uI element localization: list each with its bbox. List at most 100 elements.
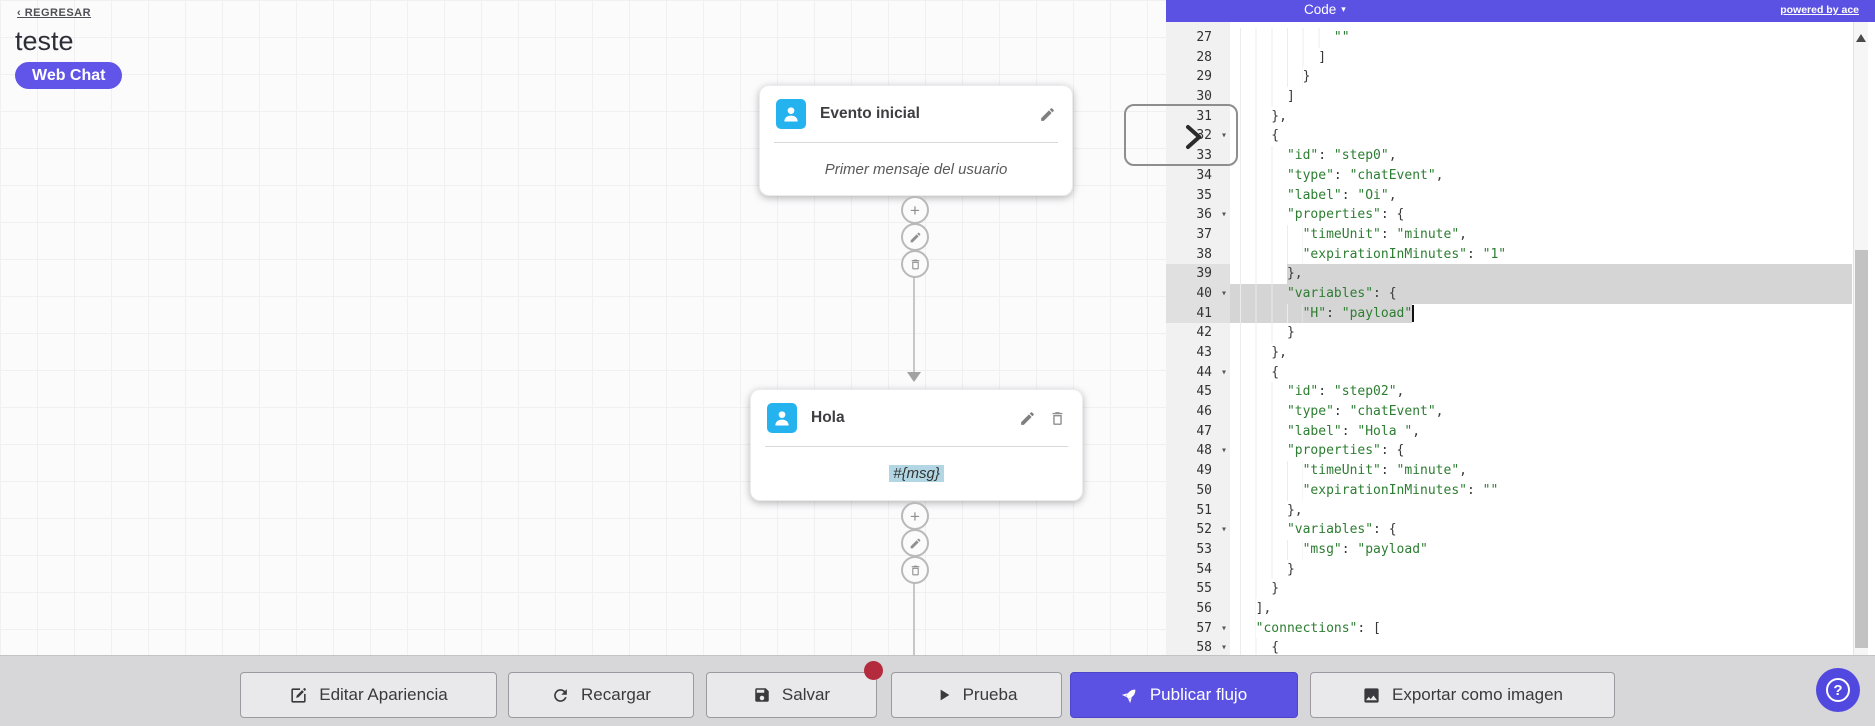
edit-node-button[interactable] (1019, 410, 1036, 427)
gutter-line[interactable]: 41 (1166, 303, 1230, 324)
edit-appearance-button[interactable]: Editar Apariencia (240, 672, 497, 718)
gutter-line[interactable]: 27 (1196, 30, 1212, 45)
code-line[interactable]: "id": "step0", (1230, 146, 1875, 166)
panel-collapse-handle[interactable] (1124, 104, 1238, 166)
code-line[interactable]: "type": "chatEvent", (1230, 165, 1875, 186)
code-line[interactable]: }, (1230, 343, 1875, 363)
gutter-line[interactable]: 57▾ (1166, 619, 1230, 639)
code-line[interactable]: "variables": { (1230, 283, 1875, 304)
gutter-line[interactable]: 46 (1196, 404, 1212, 420)
gutter-line[interactable]: 42 (1196, 325, 1212, 341)
code-line[interactable]: } (1230, 579, 1875, 599)
code-line[interactable]: "msg": "payload" (1230, 539, 1875, 560)
scroll-up-icon[interactable] (1856, 34, 1866, 42)
delete-connection-button[interactable] (901, 250, 929, 278)
code-line[interactable]: "properties": { (1230, 205, 1875, 225)
gutter-line[interactable]: 51 (1196, 502, 1212, 518)
gutter-line[interactable]: 39 (1166, 264, 1230, 284)
powered-by-ace-link[interactable]: powered by ace (1780, 4, 1859, 16)
code-line[interactable]: "expirationInMinutes": "" (1230, 480, 1875, 501)
code-line[interactable]: "expirationInMinutes": "1" (1230, 244, 1875, 265)
publish-flow-button[interactable]: Publicar flujo (1070, 672, 1298, 718)
code-mode-dropdown[interactable]: Code▾ (1304, 2, 1346, 17)
gutter-line[interactable]: 34 (1196, 167, 1212, 183)
gutter-line[interactable]: 28 (1196, 49, 1212, 65)
code-line[interactable]: "timeUnit": "minute", (1230, 461, 1875, 481)
gutter-line[interactable]: 54 (1196, 561, 1212, 577)
gutter-line[interactable]: 33 (1196, 148, 1212, 164)
node-evento-inicial[interactable]: Evento inicial Primer mensaje del usuari… (759, 85, 1073, 196)
code-line[interactable]: "label": "Hola ", (1230, 421, 1875, 442)
fold-arrow-icon[interactable]: ▾ (1220, 524, 1227, 536)
save-button[interactable]: Salvar (706, 672, 877, 718)
fold-arrow-icon[interactable]: ▾ (1220, 209, 1227, 221)
fold-arrow-icon[interactable]: ▾ (1220, 366, 1227, 378)
gutter-line[interactable]: 58▾ (1166, 638, 1230, 655)
code-line[interactable]: }, (1230, 500, 1875, 521)
code-line[interactable]: }, (1230, 264, 1875, 284)
reload-button[interactable]: Recargar (508, 672, 694, 718)
code-line[interactable]: "timeUnit": "minute", (1230, 224, 1875, 245)
flow-canvas[interactable]: ‹ REGRESAR teste Web Chat Evento inicial… (0, 0, 1166, 655)
fold-arrow-icon[interactable]: ▾ (1220, 130, 1227, 142)
gutter-line[interactable]: 55 (1196, 581, 1212, 597)
edit-connection-button[interactable] (901, 223, 929, 251)
add-step-button[interactable]: + (901, 502, 929, 530)
code-line[interactable]: "properties": { (1230, 441, 1875, 462)
fold-arrow-icon[interactable]: ▾ (1220, 622, 1227, 634)
gutter-line[interactable]: 45 (1196, 384, 1212, 400)
gutter-line[interactable]: 38 (1196, 246, 1212, 262)
code-line[interactable]: { (1230, 638, 1875, 655)
add-step-button[interactable]: + (901, 196, 929, 224)
gutter-line[interactable]: 32▾ (1166, 126, 1230, 146)
code-line[interactable]: "variables": { (1230, 520, 1875, 540)
code-line[interactable]: ], (1230, 598, 1875, 619)
code-line[interactable]: "H": "payload" (1230, 303, 1875, 324)
code-line[interactable]: } (1230, 323, 1875, 343)
code-line[interactable]: { (1230, 362, 1875, 383)
delete-node-button[interactable] (1049, 410, 1066, 427)
gutter-line[interactable]: 29 (1196, 69, 1212, 85)
code-line[interactable]: }, (1230, 106, 1875, 127)
delete-connection-button[interactable] (901, 556, 929, 584)
gutter-line[interactable]: 49 (1196, 463, 1212, 479)
editor-scrollbar[interactable] (1853, 22, 1868, 655)
fold-arrow-icon[interactable]: ▾ (1220, 287, 1227, 299)
code-line[interactable]: "connections": [ (1230, 618, 1875, 639)
gutter-line[interactable]: 31 (1196, 108, 1212, 124)
scrollbar-thumb[interactable] (1855, 250, 1868, 648)
back-link[interactable]: ‹ REGRESAR (17, 7, 92, 19)
edit-connection-button[interactable] (901, 529, 929, 557)
gutter-line[interactable]: 36▾ (1166, 205, 1230, 225)
fold-arrow-icon[interactable]: ▾ (1220, 445, 1227, 457)
edit-node-button[interactable] (1039, 106, 1056, 123)
export-image-button[interactable]: Exportar como imagen (1310, 672, 1615, 718)
gutter-line[interactable]: 35 (1196, 187, 1212, 203)
gutter-line[interactable]: 47 (1196, 423, 1212, 439)
code-line[interactable]: "type": "chatEvent", (1230, 402, 1875, 422)
node-hola[interactable]: Hola #{msg} (750, 389, 1083, 501)
button-label: Exportar como imagen (1391, 685, 1564, 704)
gutter-line[interactable]: 50 (1196, 482, 1212, 498)
gutter-line[interactable]: 53 (1196, 541, 1212, 557)
code-line[interactable]: "id": "step02", (1230, 382, 1875, 403)
gutter-line[interactable]: 30 (1196, 89, 1212, 105)
gutter-line[interactable]: 48▾ (1166, 441, 1230, 461)
code-line[interactable]: ] (1230, 87, 1875, 107)
gutter-line[interactable]: 37 (1196, 226, 1212, 242)
gutter-line[interactable]: 43 (1196, 345, 1212, 360)
fold-arrow-icon[interactable]: ▾ (1220, 642, 1227, 654)
code-line[interactable]: { (1230, 126, 1875, 147)
code-line[interactable]: ] (1230, 47, 1875, 68)
gutter-line[interactable]: 44▾ (1166, 363, 1230, 383)
code-line[interactable]: "" (1230, 28, 1875, 48)
code-line[interactable]: } (1230, 67, 1875, 88)
code-line[interactable]: "label": "Oi", (1230, 185, 1875, 206)
help-button[interactable]: ? (1816, 668, 1860, 712)
gutter-line[interactable]: 52▾ (1166, 520, 1230, 540)
gutter-line[interactable]: 56 (1196, 600, 1212, 616)
gutter-line[interactable]: 40▾ (1166, 283, 1230, 304)
test-button[interactable]: Prueba (891, 672, 1062, 718)
code-line[interactable]: } (1230, 559, 1875, 580)
